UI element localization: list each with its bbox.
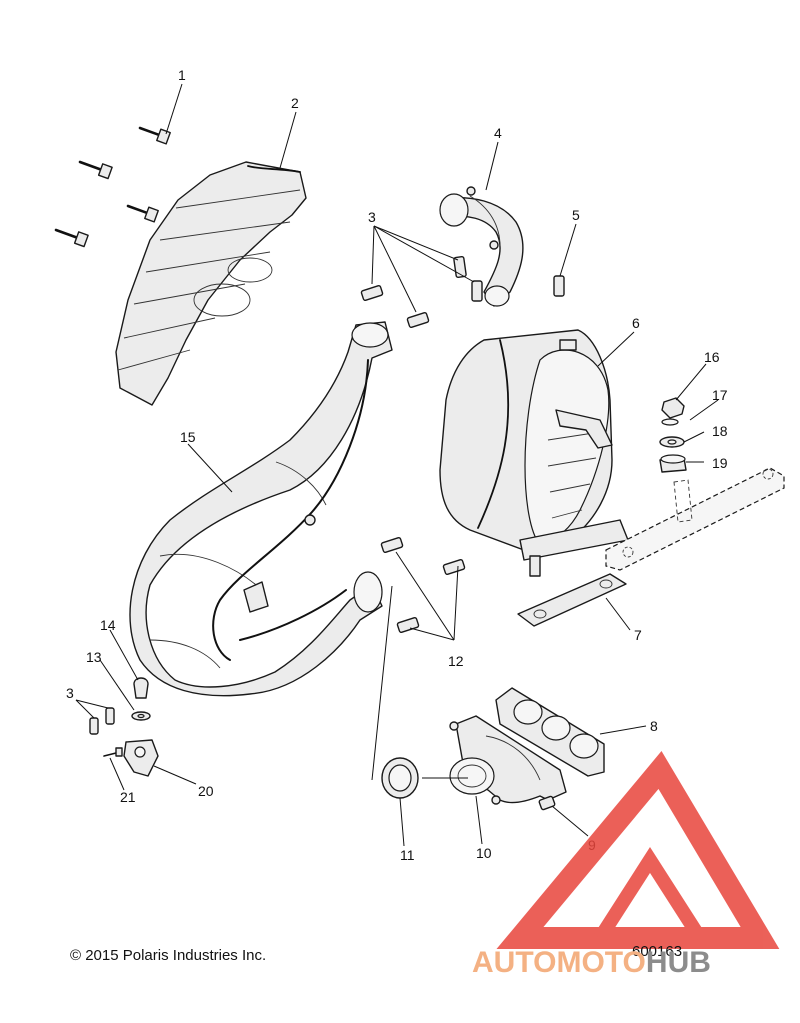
muffler-bracket-plate	[517, 573, 627, 627]
exhaust-coupler	[439, 186, 524, 307]
callout-18: 18	[712, 423, 728, 439]
exhaust-gasket	[495, 687, 605, 777]
heat-shield	[115, 161, 307, 406]
callout-6: 6	[632, 315, 640, 331]
automotohub-logo-icon	[496, 751, 780, 949]
mount-hardware	[659, 397, 687, 473]
callout-4: 4	[494, 125, 502, 141]
watermark-moto: MOTO	[556, 946, 645, 979]
callout-labels: 1 2 3 4 5 6 7 8 9 10 11 12 13 14 15 16 1…	[66, 67, 728, 863]
callout-7: 7	[634, 627, 642, 643]
callout-15: 15	[180, 429, 196, 445]
callout-12: 12	[448, 653, 464, 669]
callout-21: 21	[120, 789, 136, 805]
leader-lines	[75, 83, 719, 847]
callout-14: 14	[100, 617, 116, 633]
callout-20: 20	[198, 783, 214, 799]
callout-11: 11	[400, 847, 415, 863]
copyright-text: © 2015 Polaris Industries Inc.	[70, 947, 266, 964]
callout-16: 16	[704, 349, 720, 365]
springs	[89, 255, 565, 735]
push-rivets	[54, 126, 171, 248]
callout-1: 1	[178, 67, 186, 83]
exhaust-seal-ring	[381, 757, 419, 799]
callout-5: 5	[572, 207, 580, 223]
expansion-chamber	[129, 321, 393, 697]
watermark-hub: HUB	[646, 946, 711, 979]
callout-10: 10	[476, 845, 492, 861]
callout-19: 19	[712, 455, 728, 471]
watermark-text: AUTOMOTOHUB	[472, 946, 711, 979]
mounting-rail	[605, 467, 785, 571]
manifold-bolt	[538, 795, 556, 811]
exhaust-manifold	[449, 715, 567, 805]
callout-3: 3	[368, 209, 376, 225]
muffler	[439, 329, 629, 577]
callout-8: 8	[650, 718, 658, 734]
callout-3-lower: 3	[66, 685, 74, 701]
small-hardware	[103, 677, 159, 777]
watermark-auto: AUTO	[472, 946, 556, 979]
callout-13: 13	[86, 649, 102, 665]
callout-17: 17	[712, 387, 728, 403]
callout-2: 2	[291, 95, 299, 111]
diagram-number: 600163	[632, 943, 682, 960]
